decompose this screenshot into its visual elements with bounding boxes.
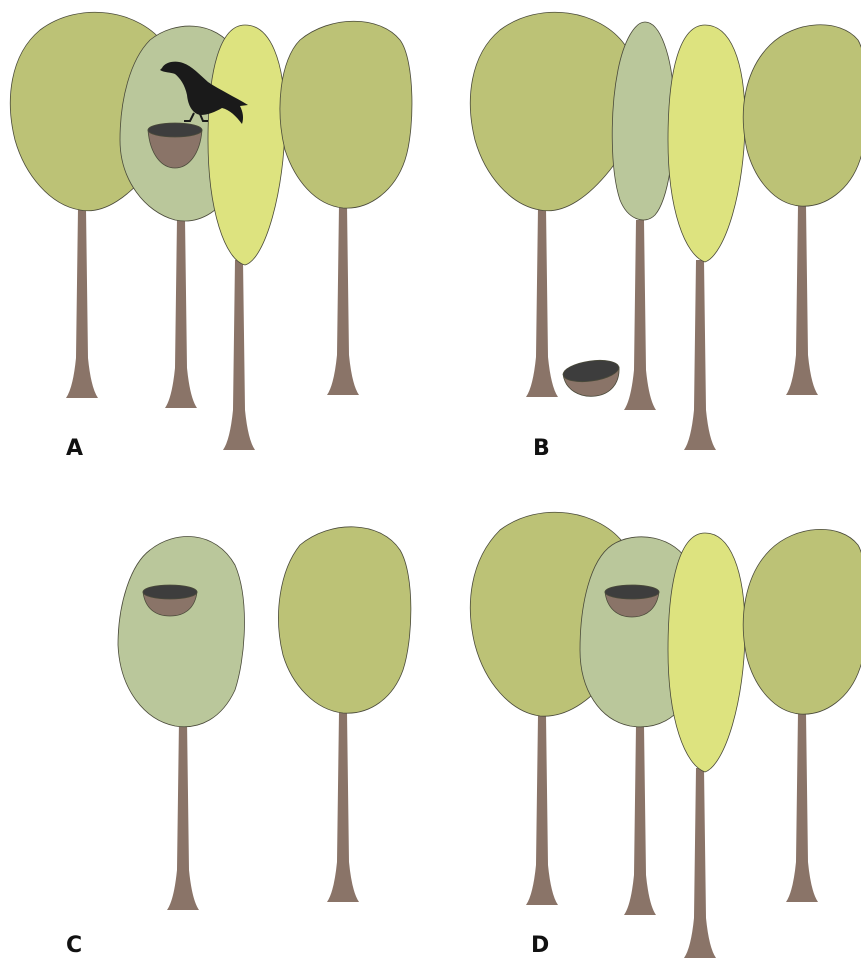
tree-canopy-yellow [208,25,285,265]
tree-canopy-yellow [668,533,745,772]
panel-a: A [10,12,412,461]
tree-trunk [786,205,818,395]
tree-trunk [327,205,359,395]
nest-bowl-fallen [562,357,620,396]
panel-c: C [66,527,411,958]
panel-label-a: A [66,436,83,461]
tree-trunk [684,260,716,450]
tree-canopy-olive [470,12,635,211]
panel-d: D [470,512,861,958]
panel-label-c: C [66,933,82,958]
tree-canopy-olive [278,527,410,713]
tree-canopy-olive [743,529,861,714]
tree-canopy-yellow [668,25,745,262]
tree-trunk [165,218,197,408]
tree-trunk [624,725,656,915]
tree-trunk [66,208,98,398]
tree-trunk [786,712,818,902]
panel-b: B [470,12,861,461]
tree-trunk [167,720,199,910]
tree-canopy-olive [280,21,412,208]
tree-trunk [223,260,255,450]
tree-canopy-sage [118,536,244,726]
tree-trunk [526,207,558,397]
panel-label-b: B [533,436,550,461]
panel-label-d: D [531,933,549,958]
tree-trunk [327,712,359,902]
tree-trunk [526,715,558,905]
tree-trunk [624,220,656,410]
tree-trunk [684,768,716,958]
tree-canopy-olive [743,25,861,206]
